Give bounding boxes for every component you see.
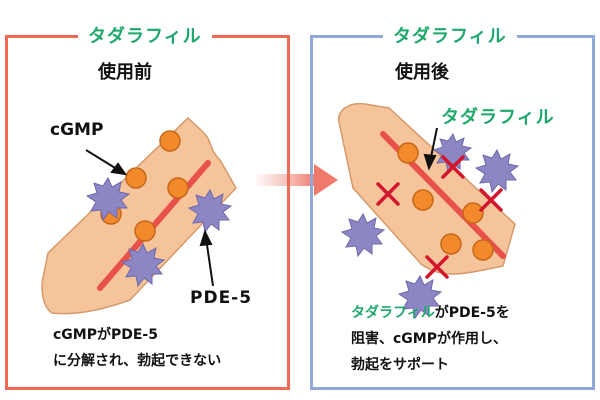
block-x-icon bbox=[441, 155, 465, 179]
cgmp-dot bbox=[472, 239, 494, 261]
cgmp-dot bbox=[412, 189, 434, 211]
after-phase-heading: 使用後 bbox=[395, 62, 449, 83]
pde-pointer-icon bbox=[199, 229, 214, 287]
cgmp-dot bbox=[440, 233, 462, 255]
before-panel: タダラフィル 使用前 cGMP PDE-5 cGMPがPDE-5 に分解され、勃… bbox=[5, 25, 290, 390]
pde5-enzyme bbox=[340, 212, 386, 258]
after-desc-line1: タダラフィルがPDE-5を bbox=[351, 300, 510, 326]
before-illustration bbox=[41, 116, 237, 315]
after-drug-title: タダラフィル bbox=[383, 25, 517, 49]
block-x-icon bbox=[479, 188, 503, 212]
before-phase-heading: 使用前 bbox=[98, 62, 152, 83]
transition-arrow-icon bbox=[256, 164, 338, 196]
pde5-enzyme bbox=[397, 274, 443, 320]
after-illustration bbox=[338, 102, 520, 320]
after-desc-line1-rest: がPDE-5を bbox=[434, 305, 510, 321]
pde5-enzyme bbox=[474, 148, 520, 194]
cgmp-pointer-icon bbox=[85, 149, 128, 176]
before-drug-title: タダラフィル bbox=[78, 25, 212, 49]
after-drug-label: タダラフィル bbox=[441, 107, 555, 128]
pde5-enzyme bbox=[120, 242, 166, 288]
pde5-enzyme bbox=[432, 132, 473, 173]
before-description: cGMPがPDE-5 に分解され、勃起できない bbox=[53, 322, 221, 374]
before-desc-line1: cGMPがPDE-5 bbox=[53, 327, 158, 343]
shaft-shape bbox=[41, 116, 237, 315]
before-desc-line2: に分解され、勃起できない bbox=[53, 353, 222, 369]
pde5-enzyme bbox=[85, 176, 131, 222]
block-x-icon bbox=[425, 255, 449, 279]
pde5-label: PDE-5 bbox=[190, 288, 253, 308]
pde5-enzyme bbox=[187, 188, 233, 234]
cgmp-dot bbox=[134, 220, 156, 242]
cgmp-dot bbox=[125, 167, 147, 189]
cgmp-dot bbox=[167, 177, 189, 199]
after-desc-line3: 勃起をサポート bbox=[351, 357, 449, 373]
shaft-shape bbox=[338, 102, 516, 275]
after-panel: タダラフィル 使用後 bbox=[310, 25, 595, 390]
cgmp-label: cGMP bbox=[50, 120, 104, 140]
cgmp-dot bbox=[462, 202, 484, 224]
after-description: タダラフィルがPDE-5を 阻害、cGMPが作用し、 勃起をサポート bbox=[351, 300, 510, 378]
after-desc-drug-name: タダラフィル bbox=[351, 305, 435, 321]
cgmp-dot bbox=[159, 130, 181, 152]
block-x-icon bbox=[376, 182, 400, 206]
after-desc-line2: 阻害、cGMPが作用し、 bbox=[351, 331, 507, 347]
cgmp-dot bbox=[397, 142, 419, 164]
drug-pointer-icon bbox=[423, 127, 438, 171]
